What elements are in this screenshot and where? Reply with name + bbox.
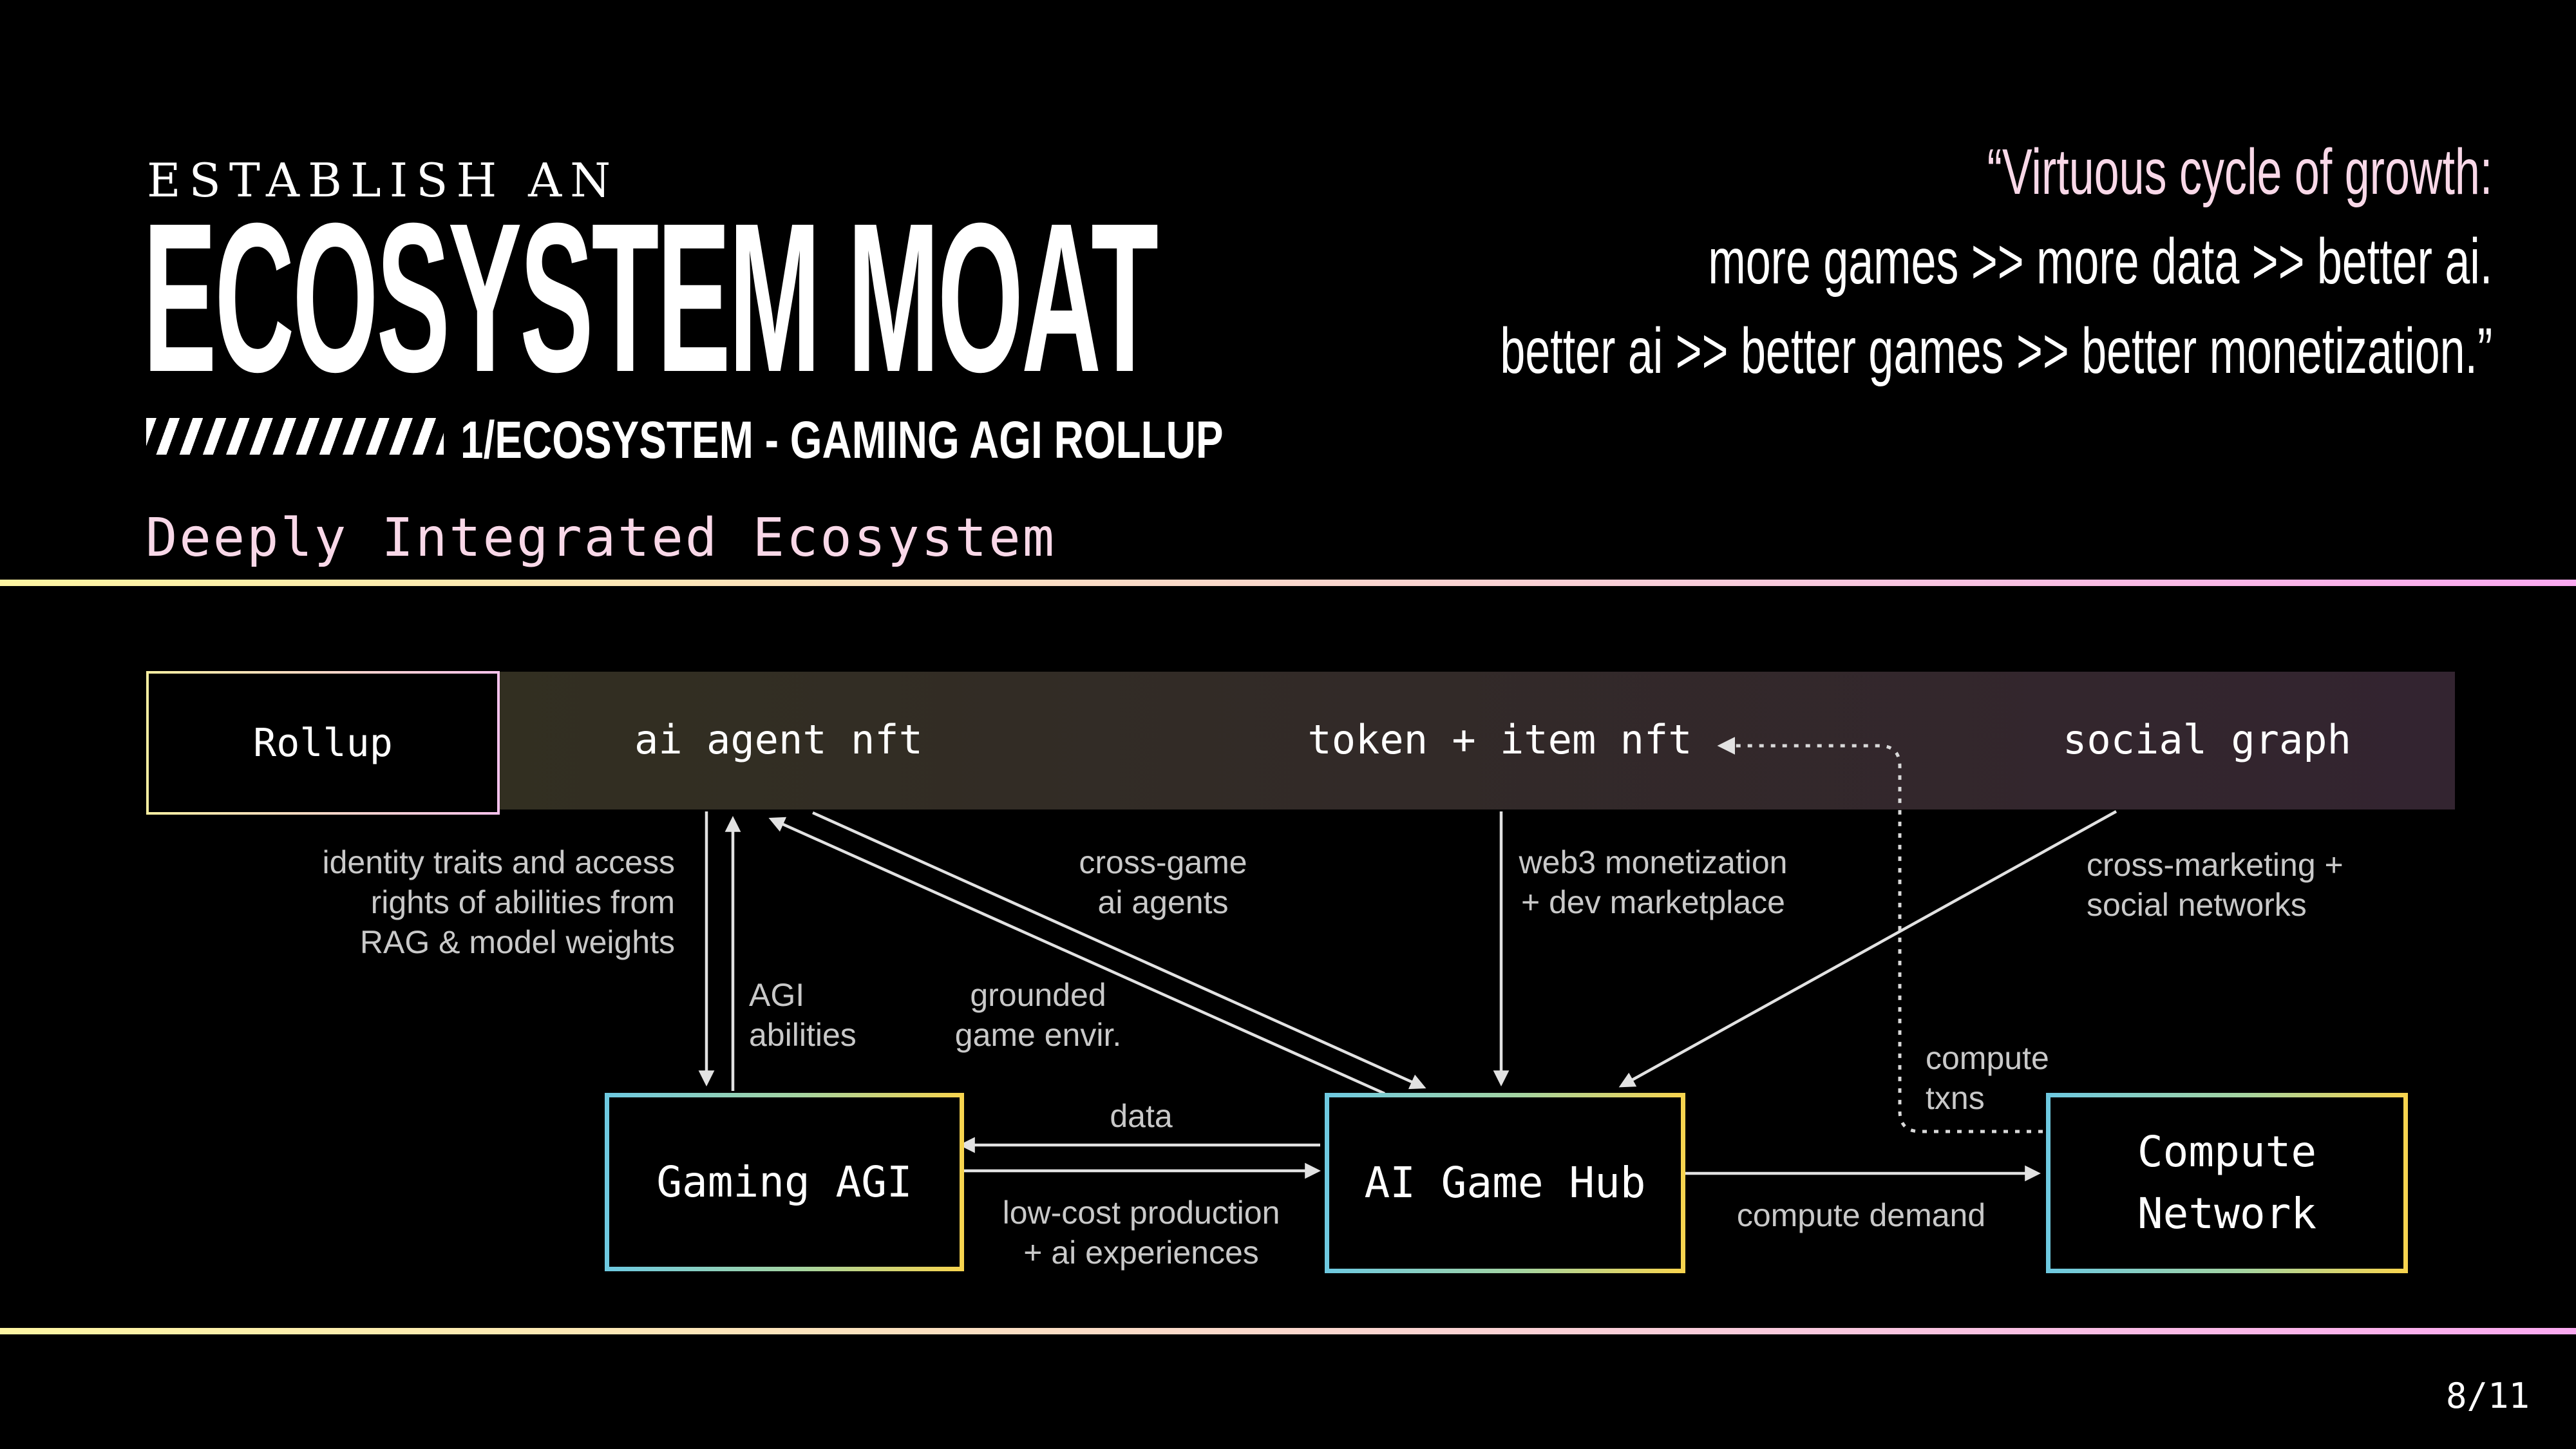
section-heading: Deeply Integrated Ecosystem bbox=[146, 507, 1056, 569]
label-compute-txns: compute txns bbox=[1926, 1040, 2049, 1116]
divider-bottom bbox=[0, 1328, 2576, 1334]
quote-line-1: “Virtuous cycle of growth: bbox=[1987, 136, 2492, 208]
divider-top bbox=[0, 580, 2576, 586]
quote-line-3: better ai >> better games >> better mone… bbox=[1500, 315, 2492, 387]
label-agi-abilities: AGI abilities bbox=[749, 977, 857, 1053]
label-low-cost-production: low-cost production + ai experiences bbox=[1002, 1195, 1280, 1271]
kicker-text: ESTABLISH AN bbox=[147, 153, 620, 207]
label-cross-game-ai-agents: cross-game ai agents bbox=[1079, 844, 1247, 920]
node-gaming-agi-label: Gaming AGI bbox=[656, 1157, 913, 1207]
node-gaming-agi: Gaming AGI bbox=[605, 1093, 964, 1271]
bar-item-token-item-nft: token + item nft bbox=[1307, 716, 1692, 763]
quote-line-2: more games >> more data >> better ai. bbox=[1708, 225, 2492, 298]
page-number: 8/11 bbox=[2445, 1376, 2530, 1416]
bar-item-ai-agent-nft: ai agent nft bbox=[634, 716, 923, 763]
bar-item-social-graph: social graph bbox=[2063, 716, 2351, 763]
node-ai-game-hub-label: AI Game Hub bbox=[1364, 1158, 1646, 1208]
label-grounded-game-envir: grounded game envir. bbox=[954, 977, 1122, 1053]
page-title: ECOSYSTEM MOAT bbox=[143, 178, 1159, 416]
node-compute-network-line1: Compute bbox=[2137, 1127, 2317, 1177]
node-compute-network-line2: Network bbox=[2137, 1189, 2317, 1238]
label-compute-demand: compute demand bbox=[1736, 1197, 1986, 1233]
hatch-stripes-icon bbox=[146, 418, 444, 455]
label-data: data bbox=[1110, 1098, 1173, 1134]
label-identity-traits: identity traits and access rights of abi… bbox=[322, 844, 676, 960]
rollup-box: Rollup bbox=[146, 671, 500, 815]
layer-bar bbox=[495, 672, 2455, 810]
label-cross-marketing: cross-marketing + social networks bbox=[2087, 847, 2344, 923]
section-tag-label: 1/ECOSYSTEM - GAMING AGI ROLLUP bbox=[460, 411, 1224, 469]
label-web3-monetization: web3 monetization + dev marketplace bbox=[1519, 844, 1788, 920]
node-ai-game-hub: AI Game Hub bbox=[1325, 1093, 1685, 1273]
node-compute-network: Compute Network bbox=[2046, 1093, 2408, 1273]
quote-block: “Virtuous cycle of growth: more games >>… bbox=[1075, 128, 2492, 396]
rollup-label: Rollup bbox=[253, 720, 393, 766]
